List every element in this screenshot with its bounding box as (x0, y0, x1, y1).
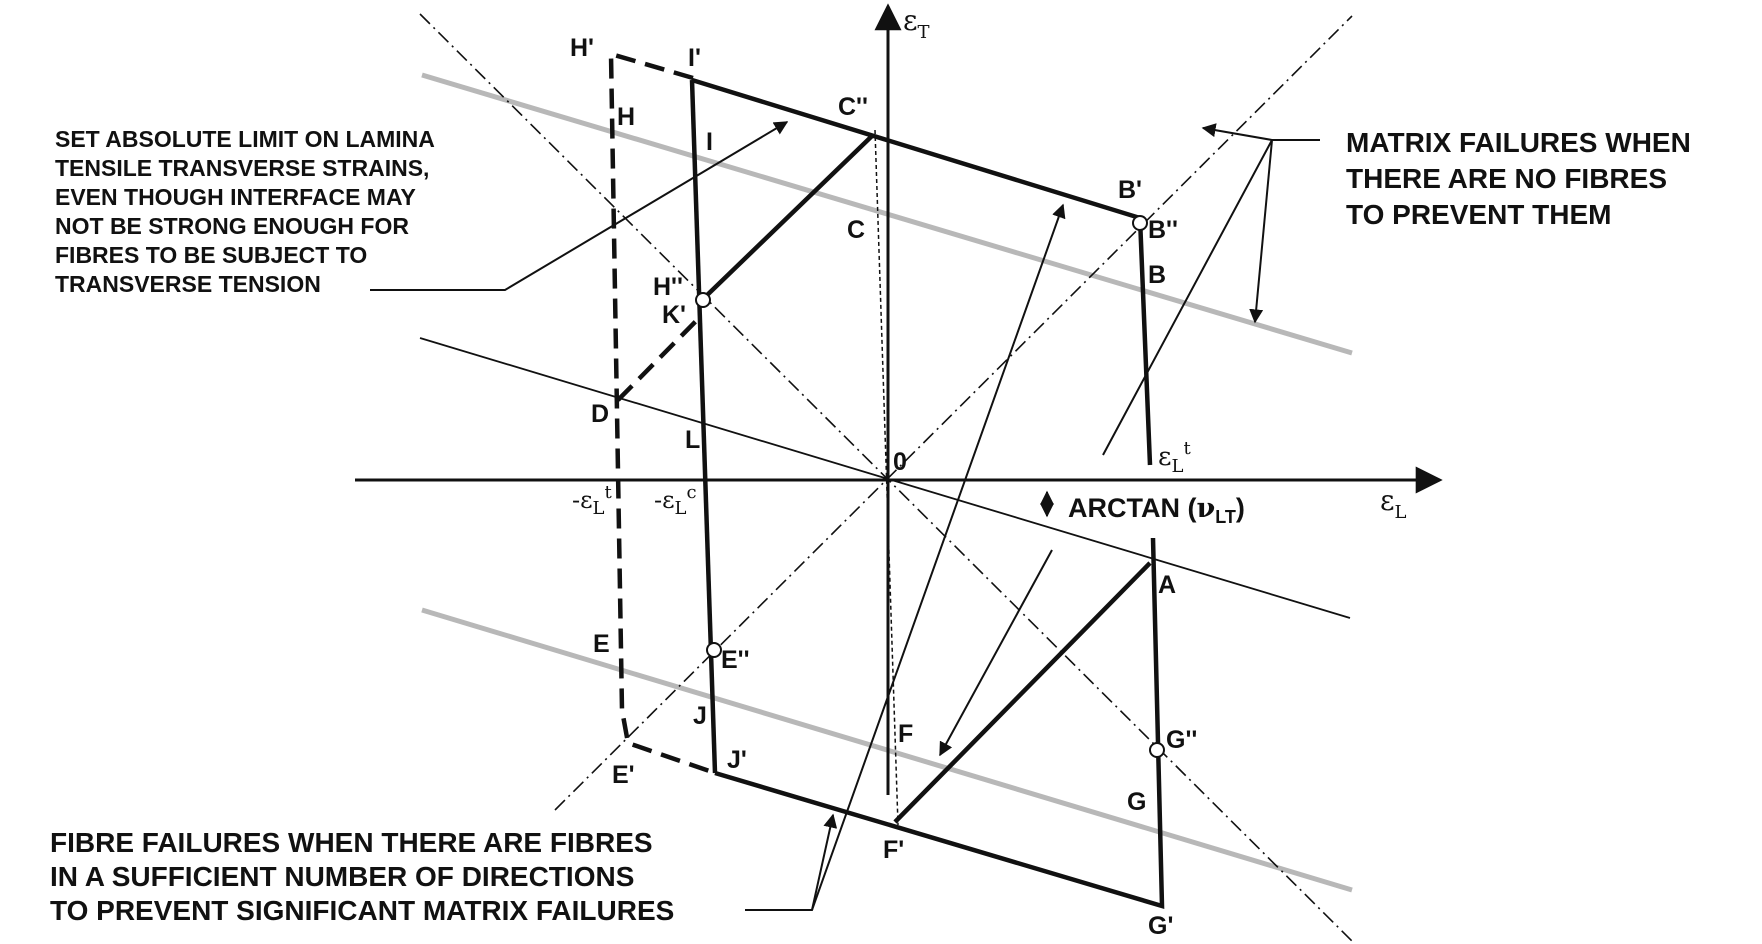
note-tensile-limit: SET ABSOLUTE LIMIT ON LAMINA TENSILE TRA… (55, 126, 435, 297)
dashed-envelope (608, 50, 716, 776)
leader-bottom-note-c (939, 549, 1053, 757)
label-h-dprime: H'' (653, 273, 683, 301)
point-marker-b-dprime (1132, 215, 1148, 231)
y-axis-label: εT (903, 4, 930, 43)
label-l: L (685, 426, 700, 454)
label-i: I (706, 128, 713, 156)
solid-k-to-c (700, 133, 875, 302)
note-line: TRANSVERSE TENSION (55, 271, 321, 297)
label-e-dprime: E'' (721, 646, 750, 674)
label-e: E (593, 630, 610, 658)
label-g-dprime: G'' (1166, 726, 1197, 754)
diagonal-line-ascending (554, 15, 1353, 811)
neg-eps-lt-label: -εLt (572, 482, 613, 519)
leader-right-note-c (1201, 123, 1273, 141)
x-axis-label: εL (1380, 484, 1407, 523)
poisson-line (419, 337, 1351, 619)
origin-label: 0 (893, 448, 907, 476)
note-line: TO PREVENT SIGNIFICANT MATRIX FAILURES (50, 895, 674, 926)
note-line: THERE ARE NO FIBRES (1346, 163, 1667, 194)
label-k-prime: K' (662, 301, 686, 329)
note-matrix-failures: MATRIX FAILURES WHEN THERE ARE NO FIBRES… (1346, 127, 1691, 230)
leader-bottom-note-a (745, 203, 1066, 911)
eps-lt-label: εLt (1158, 438, 1191, 477)
label-c: C (847, 216, 865, 244)
note-line: SET ABSOLUTE LIMIT ON LAMINA (55, 126, 435, 152)
label-b: B (1148, 261, 1166, 289)
solid-envelope-left (689, 79, 718, 774)
label-e-prime: E' (612, 761, 635, 789)
note-line: FIBRE FAILURES WHEN THERE ARE FIBRES (50, 827, 653, 858)
label-c-dprime: C'' (838, 93, 868, 121)
label-h-prime: H' (570, 34, 594, 62)
note-line: TO PREVENT THEM (1346, 199, 1612, 230)
label-f: F (898, 720, 913, 748)
label-d: D (591, 400, 609, 428)
note-line: TENSILE TRANSVERSE STRAINS, (55, 155, 429, 181)
note-fibre-failures: FIBRE FAILURES WHEN THERE ARE FIBRES IN … (50, 827, 674, 926)
label-j-prime: J' (727, 746, 747, 774)
note-line: MATRIX FAILURES WHEN (1346, 127, 1691, 158)
note-line: FIBRES TO BE SUBJECT TO (55, 242, 367, 268)
arctan-label: ARCTAN (νLT) (1068, 493, 1245, 527)
label-f-prime: F' (883, 836, 904, 864)
c-f-reference-line (874, 129, 899, 826)
solid-envelope-lower (714, 537, 1165, 910)
dashed-d-to-k (616, 313, 704, 402)
label-i-prime: I' (688, 44, 701, 72)
point-marker-e-dprime (706, 642, 722, 658)
note-line: NOT BE STRONG ENOUGH FOR (55, 213, 409, 239)
note-line: EVEN THOUGH INTERFACE MAY (55, 184, 416, 210)
label-g-prime: G' (1148, 912, 1173, 940)
leader-left-note (370, 121, 789, 291)
point-marker-h-dprime (695, 292, 711, 308)
note-line: IN A SUFFICIENT NUMBER OF DIRECTIONS (50, 861, 634, 892)
label-j: J (693, 702, 707, 730)
solid-f-to-a (893, 561, 1152, 824)
label-g: G (1127, 788, 1146, 816)
label-h: H (617, 103, 635, 131)
point-marker-g-dprime (1149, 742, 1165, 758)
label-a: A (1158, 571, 1176, 599)
label-b-prime: B' (1118, 176, 1142, 204)
label-b-dprime: B'' (1148, 216, 1178, 244)
leader-right-note-b (1249, 139, 1273, 324)
leader-bottom-note-b (811, 813, 838, 911)
neg-eps-lc-label: -εLc (654, 482, 697, 519)
